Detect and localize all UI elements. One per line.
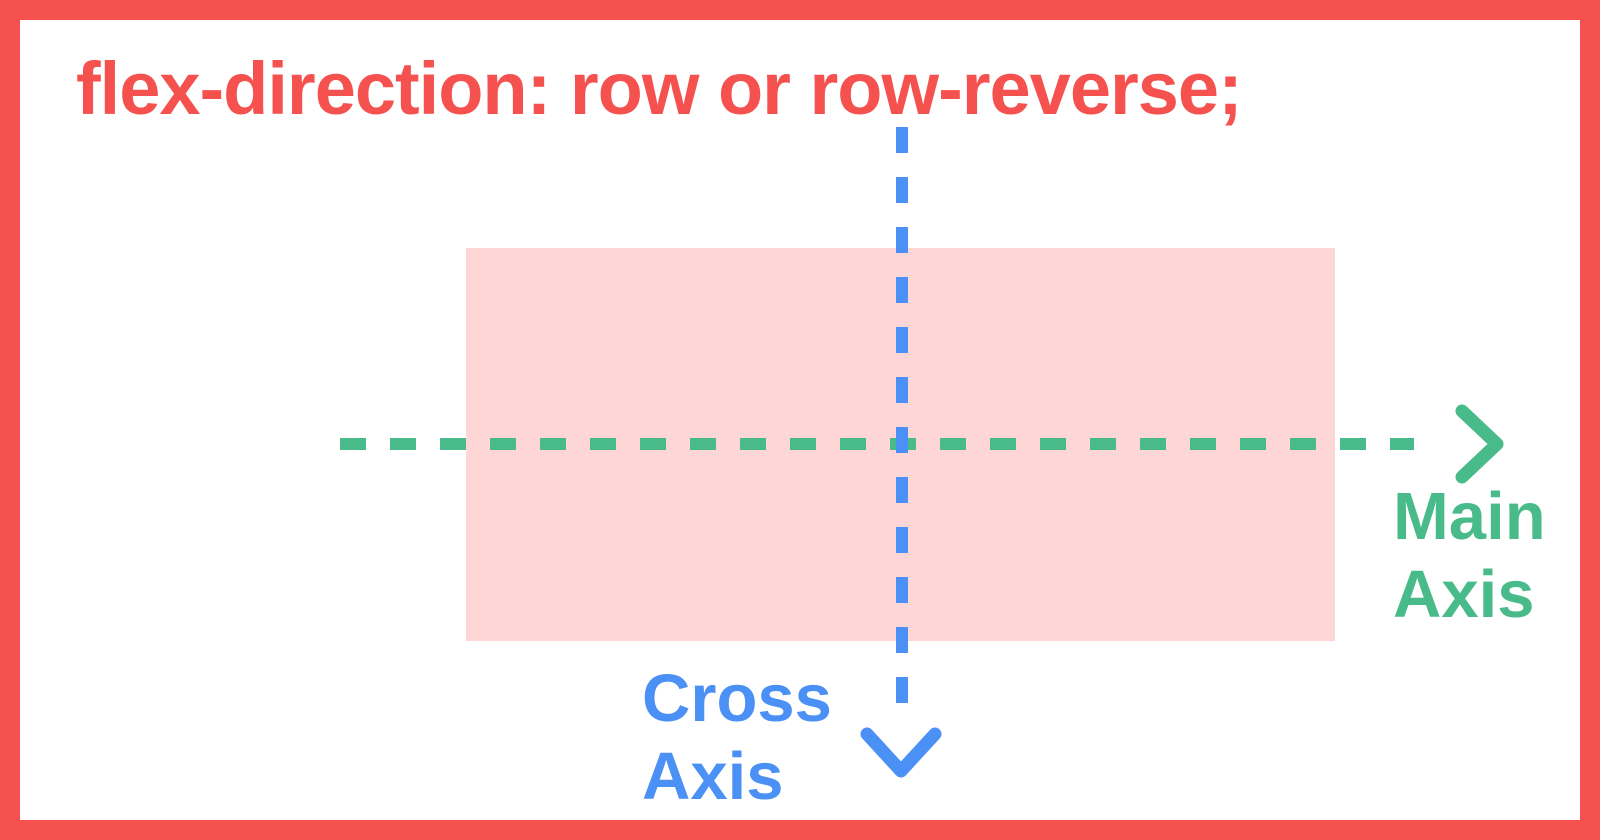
- cross-axis-arrowhead-icon: [860, 727, 942, 778]
- cross-axis-label-line1: Cross: [642, 661, 832, 736]
- main-axis-label: Main Axis: [1393, 478, 1546, 634]
- main-axis-label-line1: Main: [1393, 479, 1546, 554]
- cross-axis-label: Cross Axis: [642, 660, 832, 816]
- cross-axis-label-line2: Axis: [642, 739, 784, 814]
- diagram-title: flex-direction: row or row-reverse;: [76, 47, 1243, 130]
- main-axis-arrowhead-icon: [1455, 404, 1504, 484]
- main-axis-label-line2: Axis: [1393, 557, 1535, 632]
